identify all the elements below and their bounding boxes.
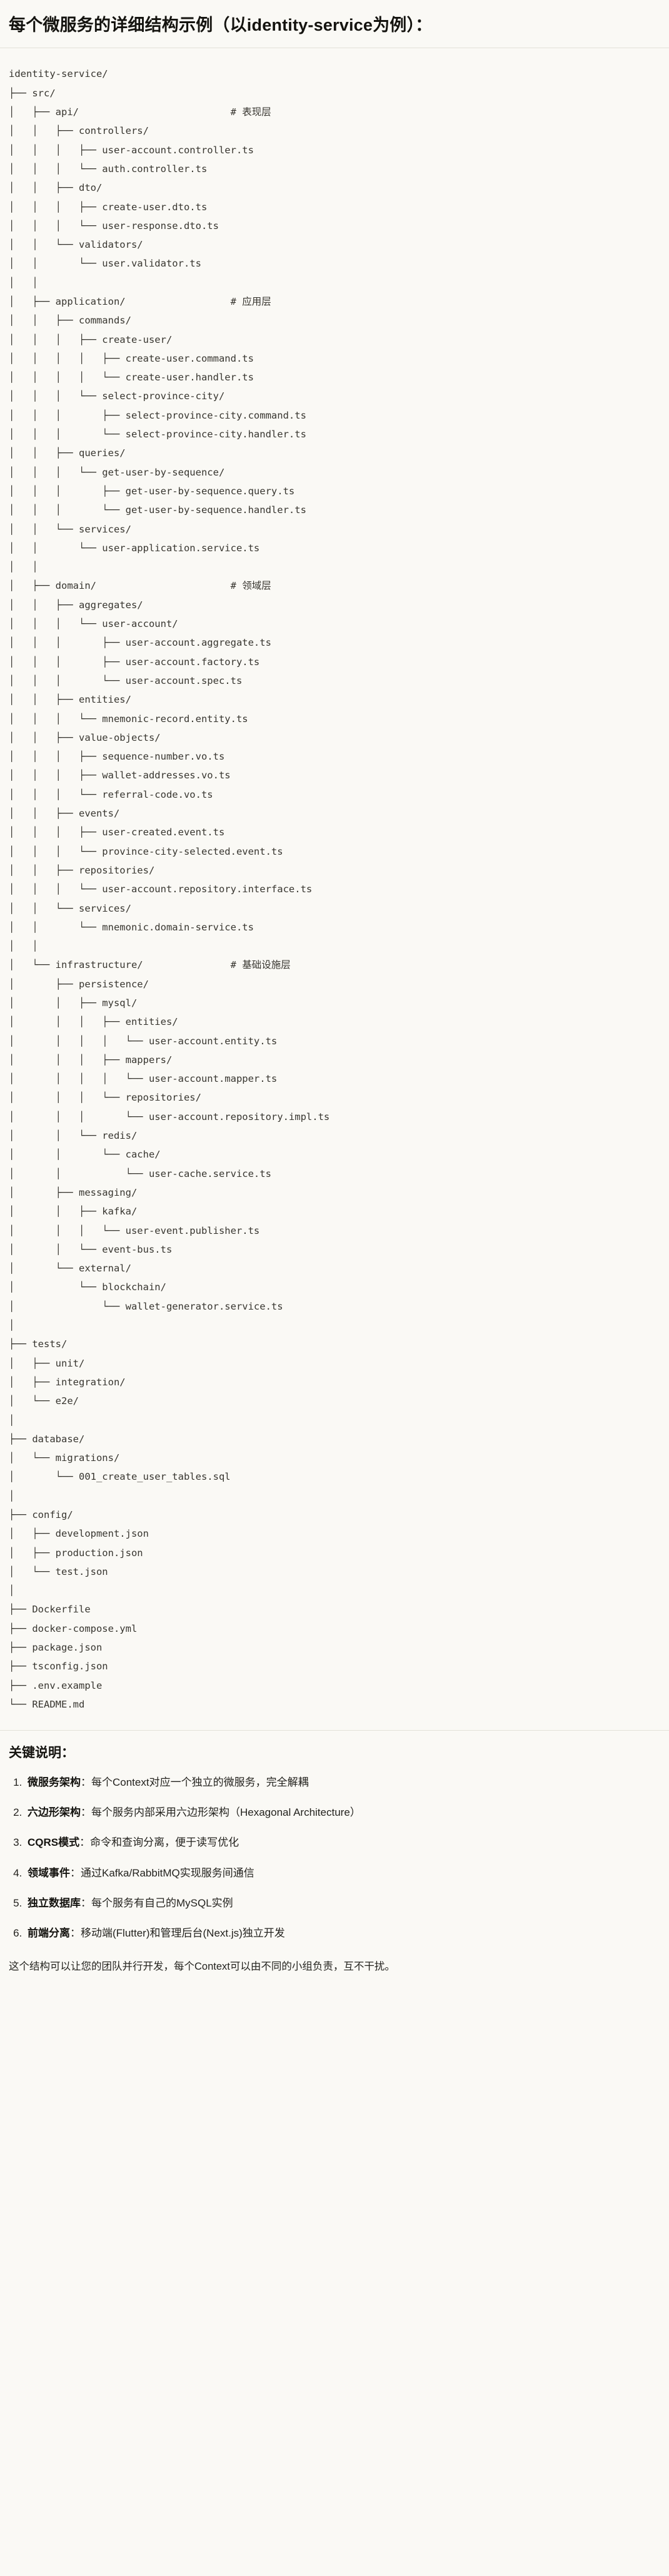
note-description: 每个服务内部采用六边形架构（Hexagonal Architecture） [91, 1806, 361, 1818]
note-term: 独立数据库 [28, 1896, 81, 1909]
directory-tree-block: identity-service/ ├── src/ │ ├── api/ # … [0, 48, 669, 1728]
note-description: 每个Context对应一个独立的微服务，完全解耦 [91, 1776, 309, 1788]
note-term: 微服务架构 [28, 1776, 81, 1788]
note-separator: ： [81, 1896, 91, 1909]
note-separator: ： [81, 1806, 91, 1818]
note-separator: ： [79, 1836, 91, 1849]
key-notes-section: 关键说明： 微服务架构：每个Context对应一个独立的微服务，完全解耦 六边形… [0, 1731, 669, 1991]
page-title: 每个微服务的详细结构示例（以identity-service为例）： [9, 16, 433, 34]
note-term: 前端分离 [28, 1927, 70, 1940]
note-item-5: 独立数据库：每个服务有自己的MySQL实例 [25, 1895, 660, 1912]
note-separator: ： [70, 1866, 81, 1879]
directory-tree: identity-service/ ├── src/ │ ├── api/ # … [9, 68, 330, 1710]
note-description: 通过Kafka/RabbitMQ实现服务间通信 [81, 1866, 254, 1879]
note-term: CQRS模式 [28, 1836, 80, 1849]
closing-paragraph: 这个结构可以让您的团队并行开发，每个Context可以由不同的小组负责，互不干扰… [9, 1960, 395, 1972]
key-notes-title: 关键说明： [9, 1746, 74, 1761]
note-item-4: 领域事件：通过Kafka/RabbitMQ实现服务间通信 [25, 1865, 660, 1881]
notes-divider [0, 1730, 669, 1731]
note-separator: ： [70, 1927, 81, 1940]
note-item-2: 六边形架构：每个服务内部采用六边形架构（Hexagonal Architectu… [25, 1805, 660, 1821]
note-item-6: 前端分离：移动端(Flutter)和管理后台(Next.js)独立开发 [25, 1925, 660, 1942]
note-separator: ： [81, 1776, 91, 1788]
key-notes-list: 微服务架构：每个Context对应一个独立的微服务，完全解耦 六边形架构：每个服… [9, 1774, 660, 1942]
note-term: 六边形架构 [28, 1806, 81, 1818]
note-description: 移动端(Flutter)和管理后台(Next.js)独立开发 [81, 1927, 285, 1940]
note-term: 领域事件 [28, 1866, 70, 1879]
note-description: 命令和查询分离，便于读写优化 [90, 1836, 239, 1849]
note-item-1: 微服务架构：每个Context对应一个独立的微服务，完全解耦 [25, 1774, 660, 1791]
note-item-3: CQRS模式：命令和查询分离，便于读写优化 [25, 1835, 660, 1851]
document-page: 每个微服务的详细结构示例（以identity-service为例）： ident… [0, 0, 669, 1991]
note-description: 每个服务有自己的MySQL实例 [91, 1896, 233, 1909]
